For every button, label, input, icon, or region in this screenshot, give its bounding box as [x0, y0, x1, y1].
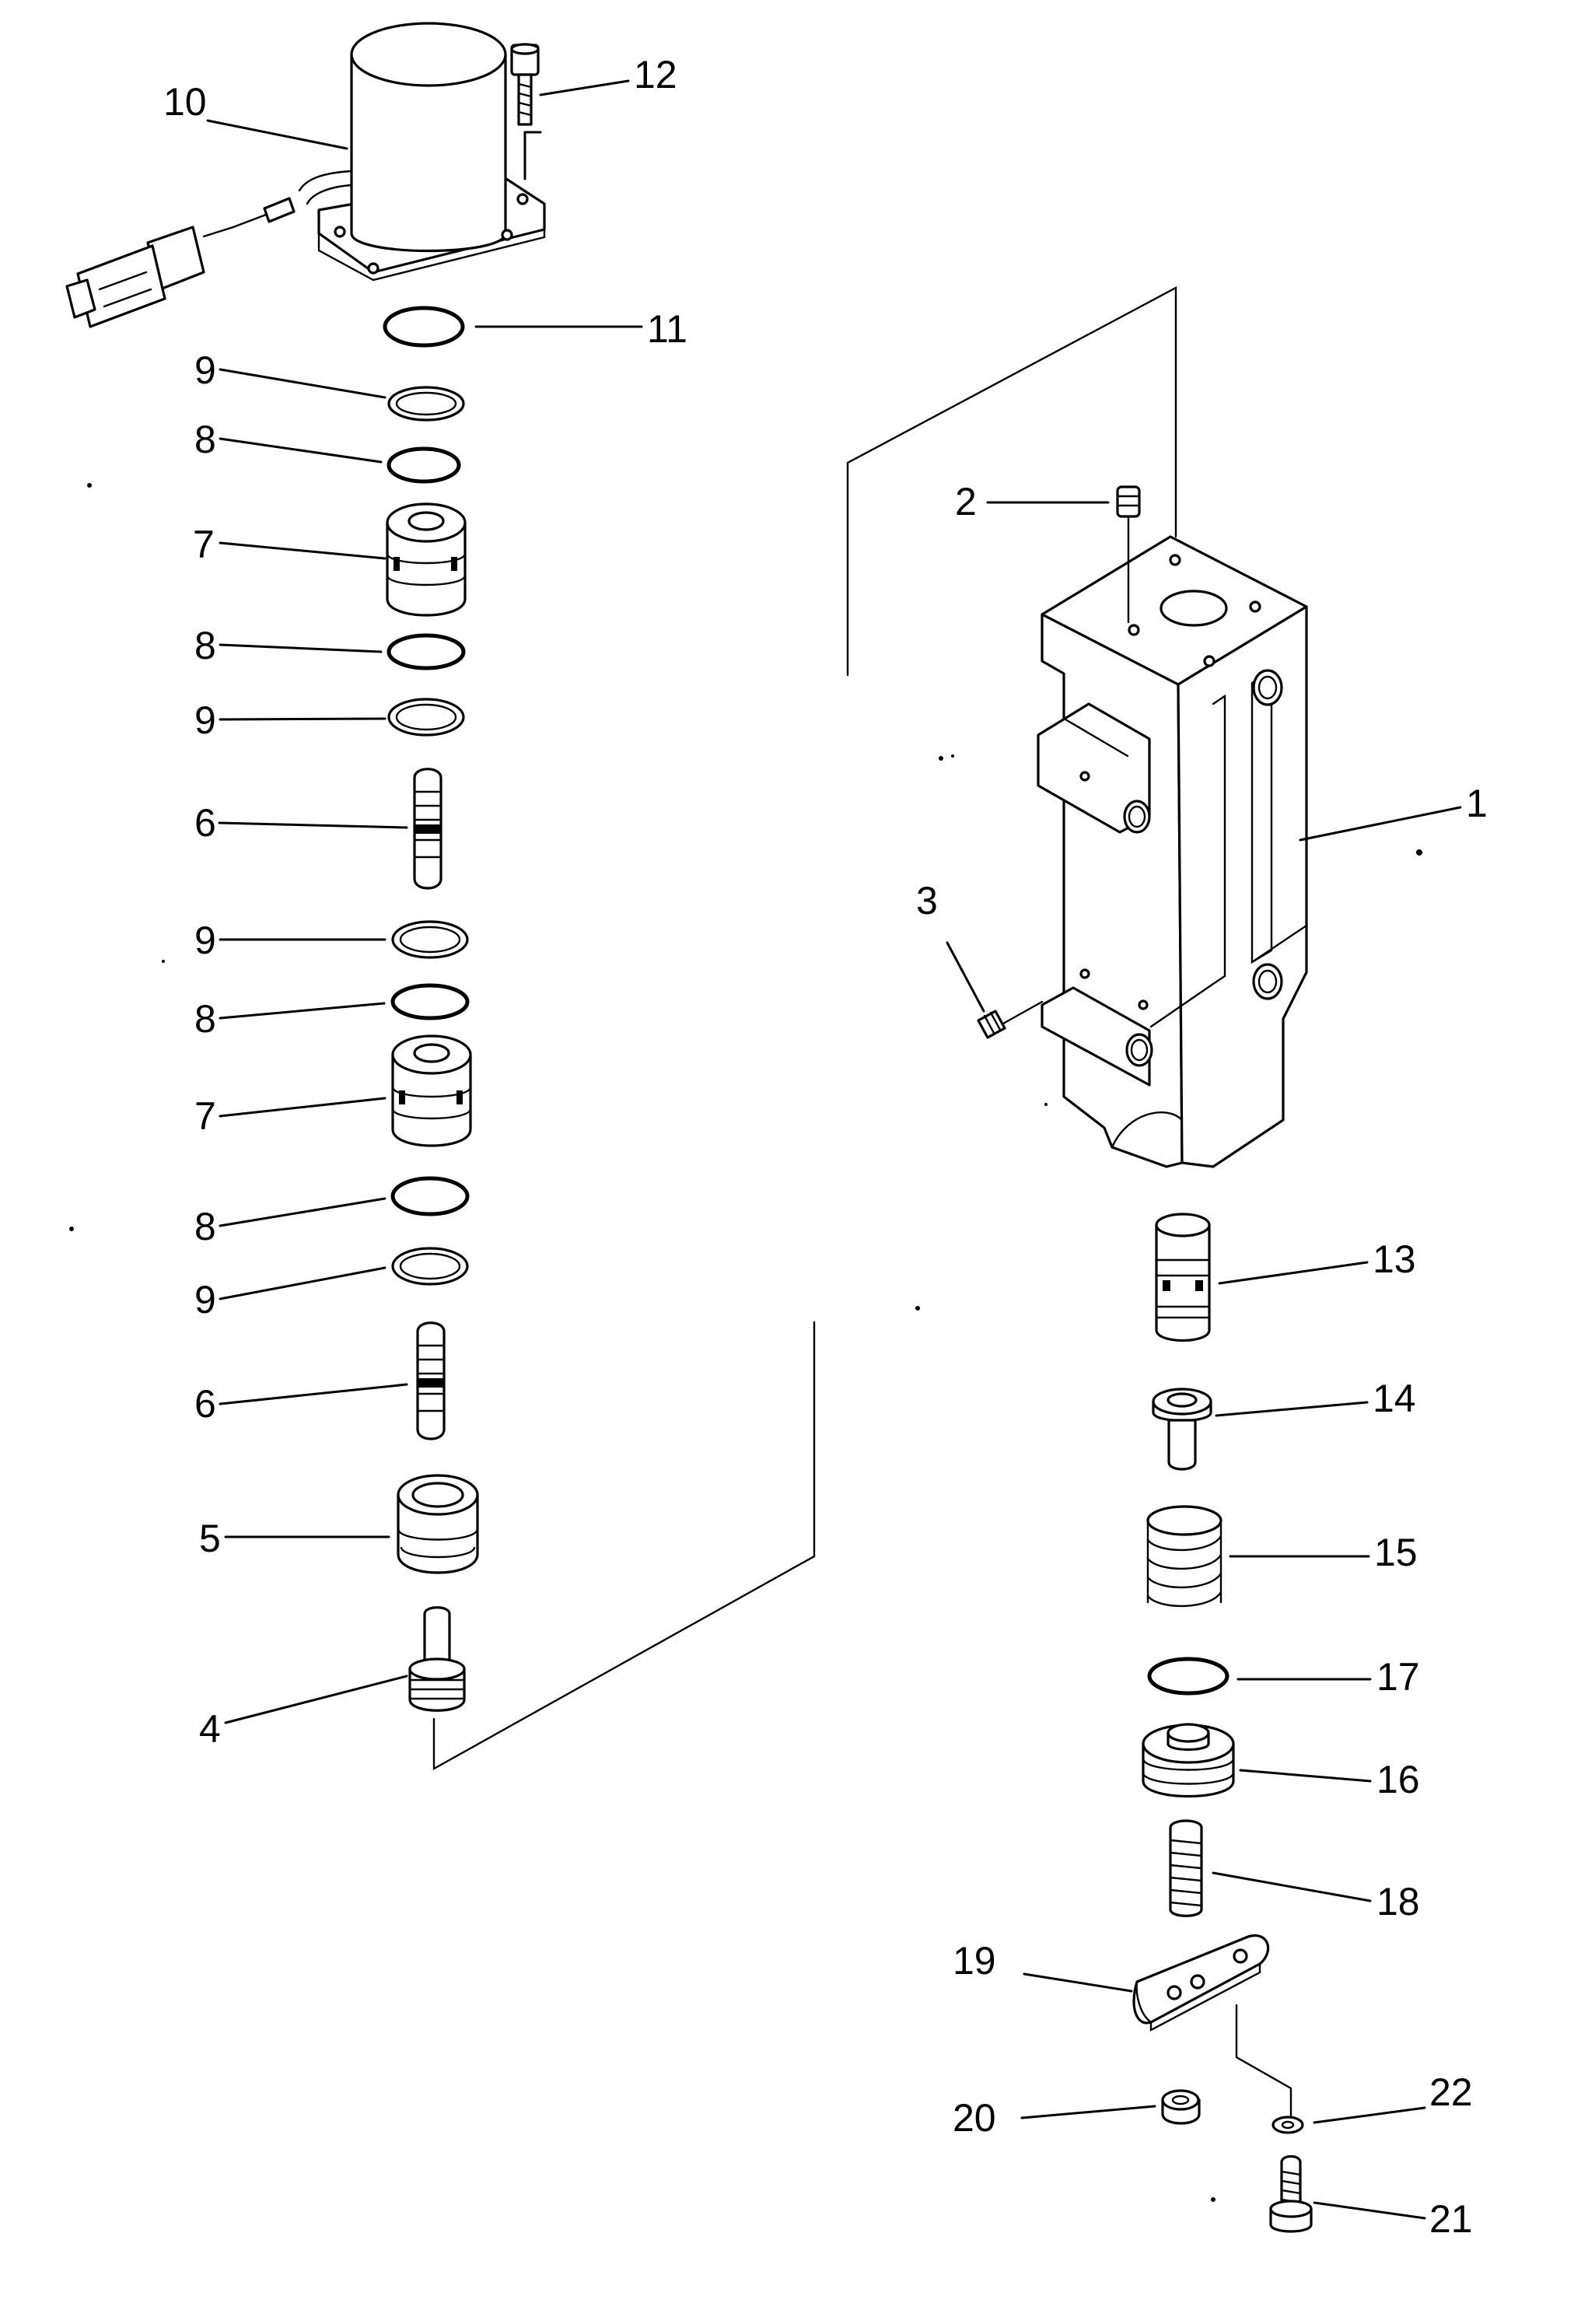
part-19-plate	[1132, 1934, 1292, 2117]
part-11-o-ring	[383, 306, 465, 348]
callout-9: 9	[194, 919, 216, 962]
callout-8: 8	[194, 997, 216, 1041]
callout-19: 19	[953, 1939, 996, 1983]
callout-8: 8	[194, 418, 216, 461]
part-8-o-ring	[390, 983, 470, 1020]
part-6-pin	[413, 768, 442, 890]
callout-16: 16	[1376, 1758, 1420, 1801]
callout-3: 3	[916, 879, 938, 922]
callout-9: 9	[194, 348, 216, 392]
callout-21: 21	[1429, 2197, 1473, 2241]
callout-11: 11	[647, 307, 687, 351]
callout-12: 12	[634, 53, 677, 96]
callout-9: 9	[194, 1278, 216, 1321]
callout-8: 8	[194, 1205, 216, 1248]
part-3-plug	[977, 1000, 1044, 1039]
callout-10: 10	[163, 80, 207, 124]
part-21-bolt	[1269, 2154, 1313, 2233]
callout-6: 6	[194, 801, 216, 845]
callout-2: 2	[955, 480, 977, 523]
part-15-spring	[1146, 1505, 1222, 1608]
callout-7: 7	[193, 523, 215, 566]
callout-9: 9	[194, 698, 216, 742]
part-18-stud	[1169, 1819, 1203, 1917]
part-13-spool	[1155, 1213, 1211, 1342]
callout-14: 14	[1373, 1377, 1416, 1420]
scan-specks	[69, 483, 1422, 2202]
part-7-sleeve	[386, 502, 467, 617]
callout-17: 17	[1376, 1655, 1420, 1699]
callout-6: 6	[194, 1382, 216, 1426]
callout-15: 15	[1374, 1531, 1418, 1574]
part-2-plug	[1116, 485, 1141, 624]
callout-5: 5	[199, 1517, 221, 1560]
callout-18: 18	[1376, 1880, 1420, 1923]
part-17-o-ring	[1147, 1657, 1229, 1696]
callout-20: 20	[953, 2096, 996, 2140]
callout-7: 7	[194, 1094, 216, 1138]
part-8-o-ring	[387, 633, 466, 670]
callout-13: 13	[1373, 1237, 1416, 1281]
part-1-valve-body	[1037, 535, 1308, 1168]
part-4-plug	[408, 1606, 466, 1712]
callout-4: 4	[199, 1707, 221, 1751]
part-20-nut	[1161, 2089, 1201, 2125]
callout-8: 8	[194, 624, 216, 667]
callout-22: 22	[1429, 2070, 1473, 2114]
assembly-line-lower	[432, 1321, 816, 1771]
part-12-cap-screw	[510, 43, 540, 126]
part-10-solenoid	[65, 22, 546, 328]
part-8-o-ring	[387, 446, 461, 484]
part-16-plug	[1142, 1723, 1235, 1797]
part-5-seat	[397, 1474, 479, 1574]
callout-labels: 1 2 3 4 5 6 6 7 7 8 8 8 8 9 9 9 9 10 11 …	[163, 53, 1488, 2241]
part-22-washer	[1271, 2116, 1304, 2134]
part-9-ring	[391, 1247, 469, 1286]
part-8-o-ring	[390, 1176, 470, 1216]
part-9-ring	[391, 920, 469, 959]
assembly-line-upper	[846, 286, 1177, 677]
part-9-ring	[387, 386, 465, 422]
part-9-ring	[387, 698, 465, 737]
part-6-pin	[416, 1321, 446, 1440]
part-14-retainer	[1152, 1388, 1212, 1471]
part-7-sleeve	[391, 1034, 472, 1147]
callout-1: 1	[1466, 782, 1488, 825]
leader-lines	[206, 79, 1462, 2220]
